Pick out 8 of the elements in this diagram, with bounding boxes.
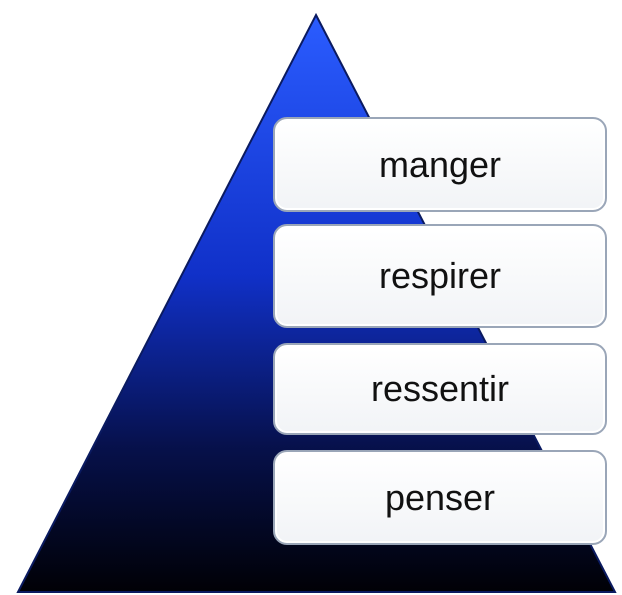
level-label: manger [378, 144, 502, 186]
level-label: ressentir [370, 368, 510, 410]
level-box [273, 117, 607, 212]
level-box [273, 224, 607, 328]
level-box [273, 343, 607, 435]
level-label: penser [384, 476, 496, 518]
level-box [273, 450, 607, 545]
level-label: respirer [378, 255, 502, 297]
